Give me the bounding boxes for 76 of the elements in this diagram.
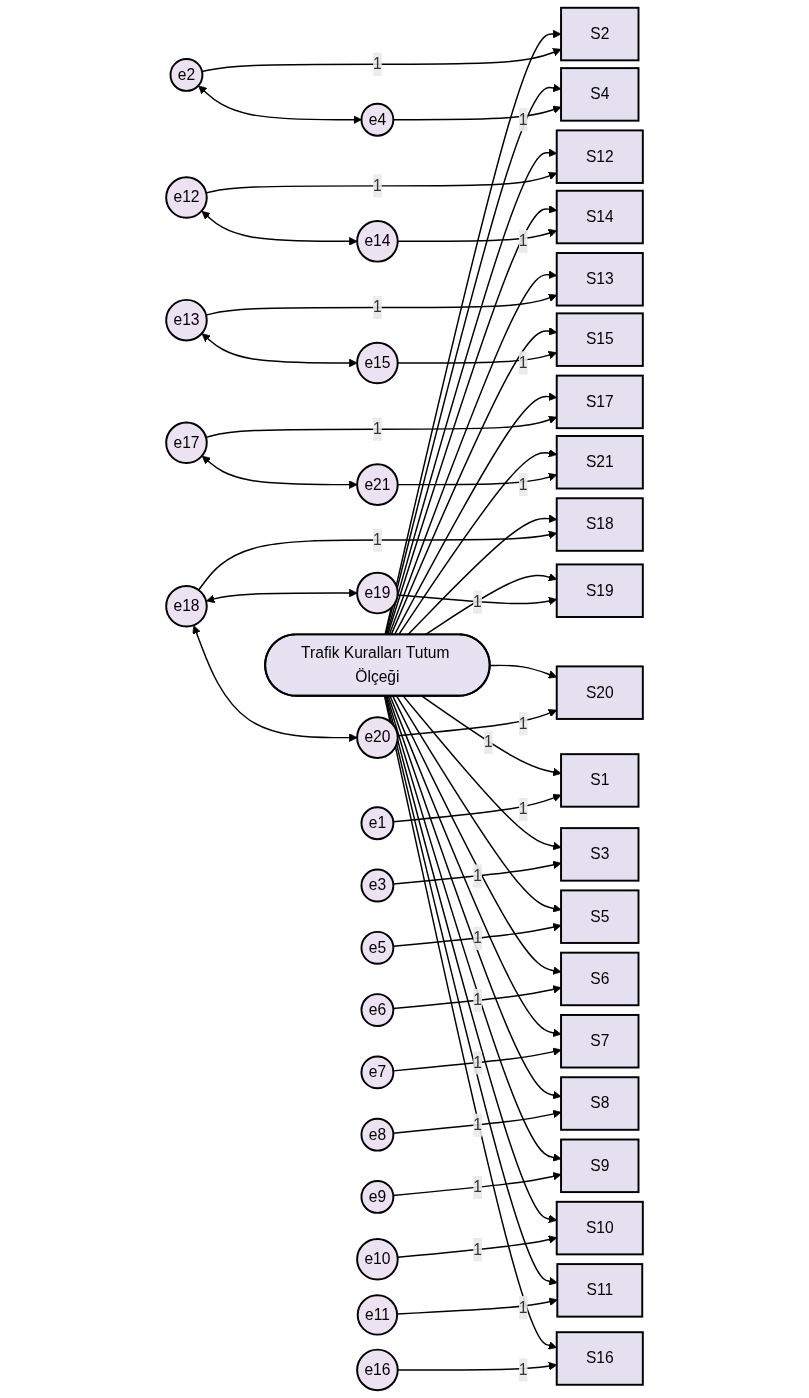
edge-label: 1 (518, 714, 528, 732)
node-box: S7 (560, 1014, 640, 1069)
arrow (389, 695, 562, 1038)
node-circle: e15 (356, 341, 399, 385)
arrow (206, 588, 358, 604)
edge-label: 1 (473, 593, 482, 610)
node-circle: e19 (356, 571, 399, 615)
node-circle: e7 (360, 1055, 395, 1090)
edge-label: 1 (518, 1361, 528, 1378)
node-box: S6 (560, 951, 640, 1007)
node-circle: e8 (360, 1117, 395, 1152)
node-box: S14 (555, 189, 644, 245)
node-box: S19 (555, 563, 644, 618)
node-box: S21 (555, 435, 644, 490)
node-box: S4 (560, 67, 640, 122)
node-circle: e20 (356, 716, 399, 759)
arrow (402, 695, 562, 851)
node-box: S12 (555, 129, 644, 184)
edge-label: 1 (518, 475, 528, 493)
node-circle: e3 (360, 868, 395, 903)
node-circle: e17 (165, 421, 208, 465)
arrow (392, 695, 562, 975)
node-box: S10 (555, 1200, 644, 1256)
edge-label: 1 (373, 420, 382, 437)
node-box: S15 (555, 312, 644, 367)
node-box: S9 (560, 1138, 640, 1194)
edge-label: 1 (518, 800, 528, 818)
node-box: S20 (555, 665, 644, 720)
node-circle: e11 (356, 1294, 399, 1336)
node-circle: e14 (356, 220, 399, 263)
node-circle: e18 (165, 585, 208, 628)
node-circle: e10 (356, 1237, 399, 1281)
node-box: S18 (555, 497, 644, 552)
node-circle: e2 (169, 58, 204, 92)
node-box: S16 (555, 1331, 644, 1386)
edge-label: 1 (473, 867, 482, 884)
node-circle: e16 (356, 1348, 399, 1392)
node-box: S11 (556, 1263, 644, 1318)
node-circle: e13 (165, 298, 208, 342)
node-circle: e5 (360, 930, 395, 965)
edge-label: 1 (518, 354, 528, 371)
arrow (201, 333, 358, 368)
node-circle: e21 (356, 463, 399, 506)
node-box: S17 (555, 374, 644, 430)
node-circle: e4 (360, 102, 395, 137)
arrow (421, 695, 562, 777)
edge-label: 1 (473, 991, 482, 1009)
edge-label: 1 (373, 55, 382, 73)
node-box: S8 (560, 1076, 640, 1131)
edge-label: 1 (484, 733, 493, 751)
edge-label: 1 (473, 929, 482, 947)
edge-label: 1 (473, 1178, 482, 1196)
node-box: S1 (560, 753, 640, 808)
edge-label: 1 (518, 110, 528, 128)
arrow (395, 695, 562, 913)
arrow (192, 625, 358, 742)
node-circle: e9 (360, 1180, 395, 1214)
edge-label: 1 (518, 232, 528, 250)
node-box: S13 (555, 252, 644, 307)
edge-label: 1 (473, 1116, 482, 1133)
edge-label: 1 (473, 1054, 482, 1071)
node-circle: e1 (360, 806, 395, 841)
arrow (201, 210, 358, 246)
node-box: S2 (560, 6, 640, 62)
edge-label: 1 (373, 298, 382, 316)
arrow (201, 455, 358, 489)
arrow (201, 48, 562, 73)
edge-label: 1 (373, 531, 382, 548)
node-box: S5 (560, 889, 640, 944)
node-box: S3 (560, 827, 640, 882)
edge-label: 1 (518, 1298, 528, 1316)
edge-label: 1 (473, 1240, 482, 1258)
node-circle: e6 (360, 993, 395, 1028)
arrow (198, 85, 362, 124)
node-circle: e12 (165, 176, 208, 219)
edge-label: 1 (373, 177, 382, 194)
